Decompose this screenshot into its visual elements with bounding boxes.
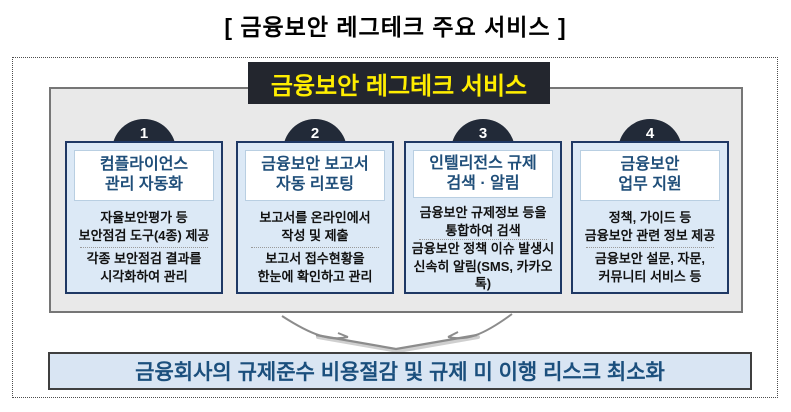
service-card-body: 자율보안평가 등 보안점검 도구(4종) 제공 각종 보안점검 결과를 시각화하… [67,205,221,292]
feature-line: 각종 보안점검 결과를 [86,251,202,267]
feature-line: 자율보안평가 등 [100,210,188,226]
service-card-body: 보고서를 온라인에서 작성 및 제출 보고서 접수현황을 한눈에 확인하고 관리 [238,205,392,292]
divider [80,246,208,248]
title-line: 금융보안 [620,156,680,173]
service-card-reporting: 금융보안 보고서 자동 리포팅 보고서를 온라인에서 작성 및 제출 보고서 접… [236,141,394,294]
feature-item: 각종 보안점검 결과를 시각화하여 관리 [70,250,218,285]
feature-line: 보안점검 도구(4종) 제공 [78,227,210,243]
result-banner: 금융회사의 규제준수 비용절감 및 규제 미 이행 리스크 최소화 [48,352,752,390]
feature-item: 보고서 접수현황을 한눈에 확인하고 관리 [241,250,389,285]
service-card-title: 금융보안 업무 지원 [580,150,720,201]
feature-line: 금융보안 설문, 자문, [594,251,706,267]
feature-line: 보고서 접수현황을 [265,251,365,267]
feature-item: 보고서를 온라인에서 작성 및 제출 [241,209,389,244]
step-2-number: 2 [310,125,320,142]
title-line: 관리 자동화 [104,176,184,194]
service-card-compliance: 컴플라이언스 관리 자동화 자율보안평가 등 보안점검 도구(4종) 제공 각종… [65,141,223,294]
feature-line: 금융보안 관련 정보 제공 [584,227,716,243]
page-title: [ 금융보안 레그테크 주요 서비스 ] [224,14,567,40]
title-line: 자동 리포팅 [275,176,355,194]
feature-line: 커뮤니티 서비스 등 [598,268,702,284]
feature-item: 금융보안 정책 이슈 발생시 신속히 알림(SMS, 카카오톡) [409,240,557,293]
divider [586,246,714,248]
result-banner-label: 금융회사의 규제준수 비용절감 및 규제 미 이행 리스크 최소화 [135,361,665,384]
divider [419,239,547,241]
panel-header: 금융보안 레그테크 서비스 [248,62,550,104]
step-1-number: 1 [139,125,149,142]
service-card-body: 금융보안 규제정보 등을 통합하여 검색 금융보안 정책 이슈 발생시 신속히 … [406,202,560,297]
service-card-title: 컴플라이언스 관리 자동화 [74,150,214,201]
feature-line: 한눈에 확인하고 관리 [257,268,373,284]
feature-line: 금융보안 규제정보 등을 [419,205,547,220]
divider [251,246,379,248]
step-3-number: 3 [478,125,488,142]
title-line: 업무 지원 [618,176,682,194]
service-card-title: 금융보안 보고서 자동 리포팅 [245,150,385,201]
title-line: 인텔리전스 규제 [429,154,537,172]
feature-line: 정책, 가이드 등 [608,210,692,226]
panel-header-label: 금융보안 레그테크 서비스 [270,72,528,100]
step-4-number: 4 [645,125,655,142]
feature-line: 금융보안 정책 이슈 발생시 [411,241,555,257]
feature-line: 시각화하여 관리 [100,268,188,284]
service-card-support: 금융보안 업무 지원 정책, 가이드 등 금융보안 관련 정보 제공 금융보안 … [571,141,729,294]
feature-item: 자율보안평가 등 보안점검 도구(4종) 제공 [70,209,218,244]
merge-arrow-icon [281,313,513,353]
feature-line: 작성 및 제출 [281,227,349,243]
service-card-title: 인텔리전스 규제 검색 · 알림 [413,150,553,198]
feature-item: 정책, 가이드 등 금융보안 관련 정보 제공 [576,209,724,244]
feature-line: 신속히 알림(SMS, 카카오톡) [413,258,553,292]
feature-line: 통합하여 검색 [445,222,521,238]
feature-item: 금융보안 규제정보 등을 통합하여 검색 [409,204,557,239]
service-card-body: 정책, 가이드 등 금융보안 관련 정보 제공 금융보안 설문, 자문, 커뮤니… [573,205,727,292]
title-line: 검색 · 알림 [446,175,520,192]
title-line: 컴플라이언스 [99,156,189,173]
feature-line: 보고서를 온라인에서 [259,210,371,226]
title-line: 금융보안 보고서 [261,156,369,173]
service-card-intelligence: 인텔리전스 규제 검색 · 알림 금융보안 규제정보 등을 통합하여 검색 금융… [404,141,562,294]
feature-item: 금융보안 설문, 자문, 커뮤니티 서비스 등 [576,250,724,285]
